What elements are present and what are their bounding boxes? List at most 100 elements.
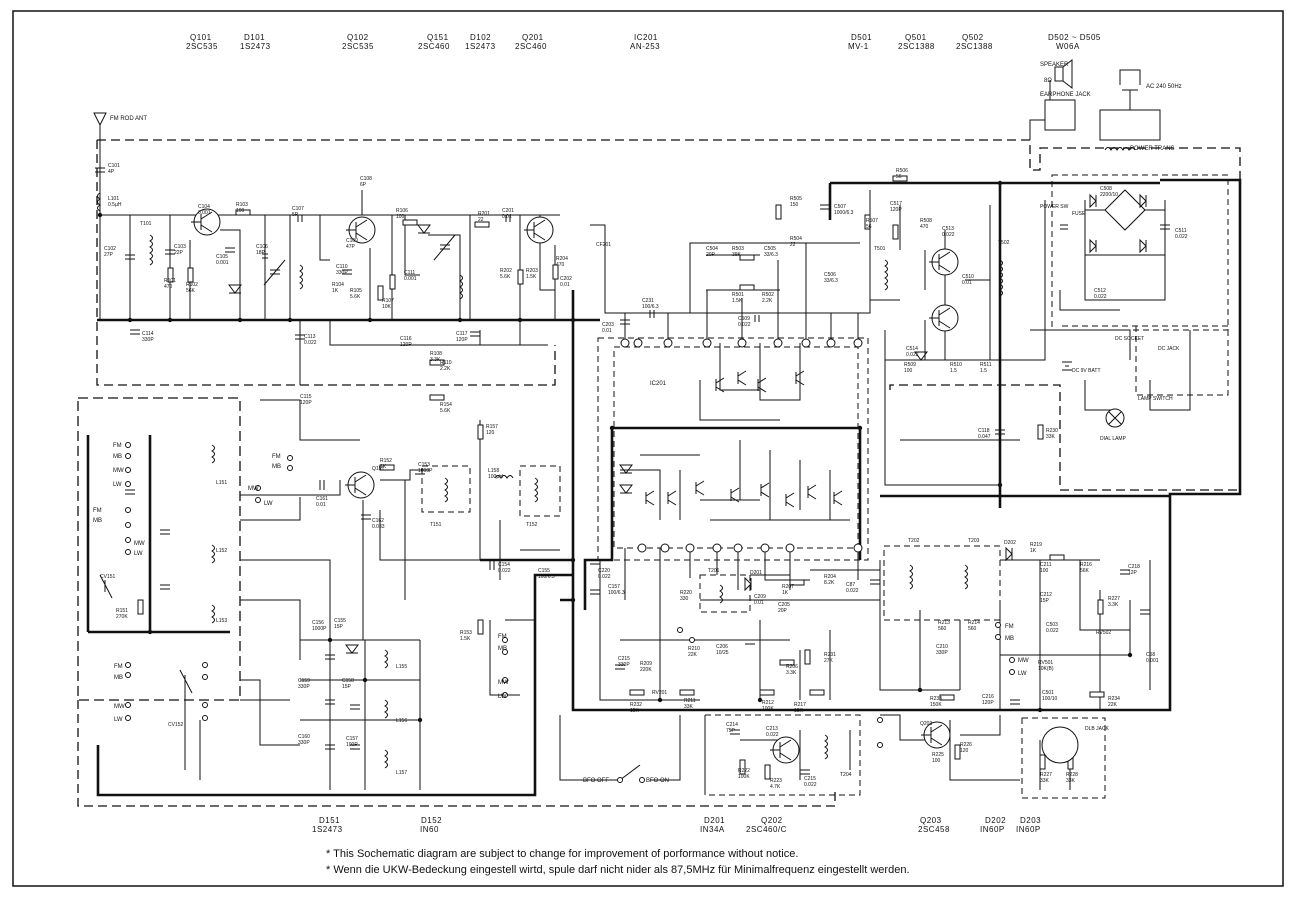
component-value-r506: 56 (896, 174, 902, 180)
component-ref-c506: C506 (824, 272, 836, 278)
component-ref-r108: R108 (430, 351, 442, 357)
transistor-Q101 (191, 208, 221, 236)
component-ref-c153: C153 (418, 462, 430, 468)
component-ref-c156: C156 (312, 620, 324, 626)
component-value-c220: 0.022 (598, 574, 611, 580)
component-ref-cv151: CV151 (100, 574, 116, 580)
component-ref-c508: C508 (1100, 186, 1112, 192)
component-ref-r104: R104 (332, 282, 344, 288)
component-value-r209: 220K (640, 667, 652, 673)
ic-shield (597, 337, 869, 561)
component-value-c110: 330P (336, 270, 348, 276)
component-value-c104: 0.001 (198, 210, 211, 216)
footer-ref: D151 (319, 816, 340, 825)
component-value-c153: 1000P (418, 468, 433, 474)
component-ref-c109: C109 (346, 238, 358, 244)
component-ref-l101: L101 (108, 196, 119, 202)
component-value-c115: 120P (300, 400, 312, 406)
component-value-r511: 1.5 (980, 368, 987, 374)
component-value-r153: 1.5K (460, 636, 471, 642)
component-ref-c509: C509 (738, 316, 750, 322)
ic-label: IC201 (650, 381, 667, 387)
component-value-c103: 22P (174, 250, 184, 256)
component-value-c118: 0.047 (978, 434, 991, 440)
resistors (137, 175, 1105, 780)
component-value-r104: 1K (332, 288, 339, 294)
lamp-switch-label: LAMP SWITCH (1138, 396, 1173, 402)
component-value-c517: 120P (890, 207, 902, 213)
bfo-shield (704, 714, 861, 796)
header-type: 1S2473 (465, 42, 496, 51)
component-ref-cf201: CF201 (596, 242, 611, 248)
component-ref-c505: C505 (764, 246, 776, 252)
band-label-fm: FM (113, 443, 122, 449)
dlb-jack-shield (1021, 717, 1106, 799)
component-ref-c107: C107 (292, 206, 304, 212)
component-value-c161: 0.01 (316, 502, 326, 508)
band-label-lw: LW (114, 717, 123, 723)
component-value-c109: 47P (346, 244, 356, 250)
component-value-r501: 1.5K (732, 298, 743, 304)
component-ref-l152: L152 (216, 548, 227, 554)
component-ref-c116: C116 (400, 336, 412, 342)
t152-shield (519, 465, 561, 517)
component-value-r226: 120 (960, 748, 969, 754)
component-value-c201: 0.01 (502, 214, 512, 220)
component-value-r103: 100 (236, 208, 245, 214)
coil-T203 (964, 564, 968, 590)
component-ref-c154: C154 (498, 562, 510, 568)
header-type: 2SC1388 (898, 42, 935, 51)
component-value-c507: 1000/6.3 (834, 210, 854, 216)
speaker-impedance: 8Ω (1044, 78, 1052, 84)
band-label-lw: LW (264, 501, 273, 507)
component-ref-r231: R231 (824, 652, 836, 658)
component-value-c206: 10/25 (716, 650, 729, 656)
band-label-mb: MB (113, 454, 122, 460)
component-value-r504: 22 (790, 242, 796, 248)
component-value-c106: 18P (256, 250, 266, 256)
component-ref-r228: R228 (1066, 772, 1078, 778)
component-value-c159: 330P (298, 684, 310, 690)
component-value-c210: 330P (936, 650, 948, 656)
component-ref-r503: R503 (732, 246, 744, 252)
coil-T502 (999, 259, 1003, 297)
band-label-mw: MW (498, 680, 509, 686)
component-value-r222: 100K (738, 774, 750, 780)
component-ref-r505: R505 (790, 196, 802, 202)
component-ref-c504: C504 (706, 246, 718, 252)
component-ref-q151: Q151 (372, 466, 384, 472)
coil-L103 (299, 264, 303, 290)
junction-dots (97, 180, 1133, 723)
component-ref-c114: C114 (142, 331, 154, 337)
component-ref-r502: R502 (762, 292, 774, 298)
footer-type: 1S2473 (312, 825, 343, 834)
component-ref-rv501: RV501 (1038, 660, 1053, 666)
component-ref-r210: R210 (688, 646, 700, 652)
footer-ref: D203 (1020, 816, 1041, 825)
component-value-c231: 100/6.3 (642, 304, 659, 310)
header-type: W06A (1056, 42, 1080, 51)
component-value-c202: 0.01 (560, 282, 570, 288)
footer-type: IN60P (1016, 825, 1041, 834)
component-ref-t203: T203 (968, 538, 980, 544)
component-ref-r509: R509 (904, 362, 916, 368)
header-type: 1S2473 (240, 42, 271, 51)
component-value-r204: 470 (556, 262, 565, 268)
transistor-Q201 (524, 216, 554, 244)
component-value-c155: 100/6.3 (538, 574, 555, 580)
component-value-c216: 120P (982, 700, 994, 706)
component-ref-r206: R206 (786, 664, 798, 670)
component-value-r214: 560 (968, 626, 977, 632)
component-ref-t201: T201 (708, 568, 720, 574)
component-ref-c220: C220 (598, 568, 610, 574)
component-ref-r223: R223 (770, 778, 782, 784)
component-value-c117: 120P (456, 337, 468, 343)
coil-L157 (384, 749, 388, 769)
component-value-c503: 0.022 (1046, 628, 1059, 634)
note-line-1: * This Sochematic diagram are subject to… (326, 848, 798, 860)
band-label-mw: MW (1018, 658, 1029, 664)
component-ref-c214: C214 (726, 722, 738, 728)
component-ref-t202: T202 (908, 538, 920, 544)
component-ref-r232: R232 (630, 702, 642, 708)
component-ref-c115: C115 (300, 394, 312, 400)
